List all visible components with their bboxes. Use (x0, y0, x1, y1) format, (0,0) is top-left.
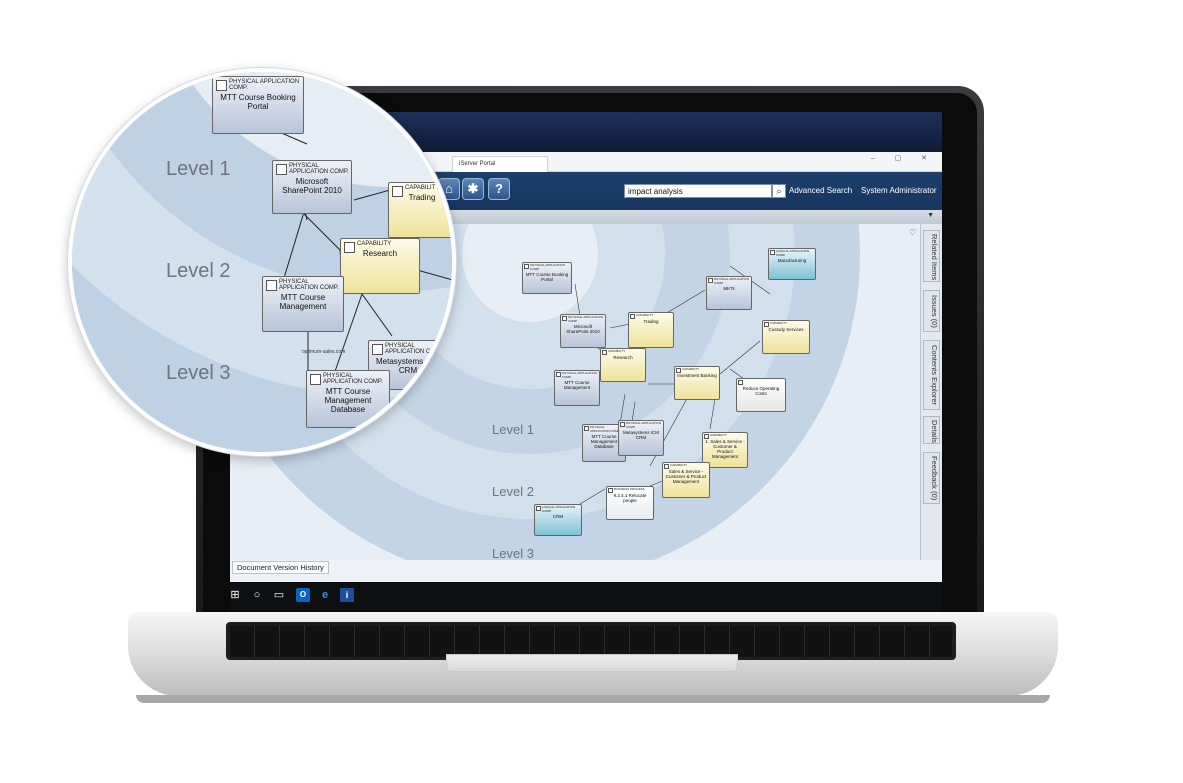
bottom-bar (230, 560, 942, 574)
capability-icon (676, 368, 681, 373)
tab-issues[interactable]: Issues (0) (923, 290, 940, 332)
magnified-rings (72, 72, 452, 452)
advanced-search-link[interactable]: Advanced Search (789, 186, 853, 195)
application-icon (266, 280, 277, 291)
chevron-down-icon[interactable]: ▼ (927, 212, 934, 219)
laptop-base-edge (136, 695, 1050, 703)
logical-component-icon (770, 250, 775, 255)
level-2-label: Level 2 (492, 484, 534, 499)
cortana-icon[interactable]: ○ (253, 589, 261, 601)
windows-taskbar (230, 582, 942, 612)
right-sidebar: Related Items Issues (0) Contents Explor… (920, 224, 942, 560)
capability-icon (392, 186, 403, 197)
browser-tab-title: iServer Portal (459, 161, 496, 167)
magnified-level-1-label: Level 1 (166, 158, 231, 180)
application-icon (372, 344, 383, 355)
node-booking-portal[interactable]: PHYSICAL APPLICATION COMP.MTT Course Boo… (522, 262, 572, 294)
tab-feedback[interactable]: Feedback (0) (923, 452, 940, 504)
magnified-level-3-label: Level 3 (166, 362, 231, 384)
document-version-history-tab[interactable]: Document Version History (232, 561, 329, 574)
capability-icon (344, 242, 355, 253)
browser-toolbar (420, 152, 942, 172)
node-reduce-costs[interactable]: Reduce Operating Costs (736, 378, 786, 412)
node-sharepoint[interactable]: PHYSICAL APPLICATION COMP.Microsoft Shar… (560, 314, 606, 348)
application-icon (584, 426, 589, 431)
favorite-heart-icon[interactable]: ♡ (909, 228, 917, 237)
task-view-icon[interactable]: ▭ (273, 589, 285, 601)
node-metasystems[interactable]: PHYSICAL APPLICATION COMP.Metasystems IC… (618, 420, 664, 456)
capability-icon (630, 314, 635, 319)
tab-related-items[interactable]: Related Items (923, 230, 940, 282)
application-icon (620, 422, 625, 427)
magnified-node-mtt-management[interactable]: PHYSICAL APPLICATION COMP.MTT Course Man… (262, 276, 344, 332)
user-name[interactable]: System Administrator (861, 186, 937, 195)
node-mtt-management[interactable]: PHYSICAL APPLICATION COMP.MTT Course Man… (554, 370, 600, 406)
node-mkts[interactable]: PHYSICAL APPLICATION COMP.MKTs (706, 276, 752, 310)
magnified-node-booking-portal[interactable]: PHYSICAL APPLICATION COMP.MTT Course Boo… (212, 76, 304, 134)
capability-icon (664, 464, 669, 469)
search-input[interactable] (624, 184, 772, 198)
level-1-label: Level 1 (492, 422, 534, 437)
application-icon (708, 278, 713, 283)
magnified-node-sharepoint[interactable]: PHYSICAL APPLICATION COMP.Microsoft Shar… (272, 160, 352, 214)
window-controls[interactable]: – ▢ ✕ (870, 155, 936, 162)
logical-component-icon (536, 506, 541, 511)
gear-icon[interactable]: ✱ (462, 178, 484, 200)
edge-icon[interactable]: e (321, 589, 329, 601)
capability-icon (602, 350, 607, 355)
windows-start-icon[interactable]: ⊞ (230, 589, 240, 601)
application-icon (562, 316, 567, 321)
help-icon[interactable]: ? (488, 178, 510, 200)
search-icon[interactable]: ⌕ (772, 184, 786, 198)
application-icon (216, 80, 227, 91)
browser-tab[interactable]: iServer Portal (452, 156, 548, 172)
keyboard-keys (230, 626, 952, 657)
application-icon (310, 374, 321, 385)
magnified-small-label: optimum-sales.com (302, 349, 346, 355)
iserver-icon[interactable]: i (340, 588, 354, 602)
process-icon (608, 488, 613, 493)
trackpad (446, 654, 738, 672)
level-3-label: Level 3 (492, 546, 534, 560)
application-icon (524, 264, 529, 269)
magnified-level-2-label: Level 2 (166, 260, 231, 282)
outlook-icon[interactable]: O (296, 588, 310, 602)
application-icon (556, 372, 561, 377)
magnifier-callout: Level 1 Level 2 Level 3 PHYSICAL APPLICA… (68, 68, 456, 456)
magnified-node-mtt-database[interactable]: PHYSICAL APPLICATION COMP.MTT Course Man… (306, 370, 390, 428)
tab-details[interactable]: Details (923, 416, 940, 444)
application-icon (276, 164, 287, 175)
tab-contents-explorer[interactable]: Contents Explorer (923, 340, 940, 410)
node-crm[interactable]: LOGICAL APPLICATION COMP.CRM (534, 504, 582, 536)
capability-icon (764, 322, 769, 327)
goal-icon (738, 380, 743, 385)
node-manufacturing[interactable]: LOGICAL APPLICATION COMP.Manufacturing (768, 248, 816, 280)
capability-icon (704, 434, 709, 439)
